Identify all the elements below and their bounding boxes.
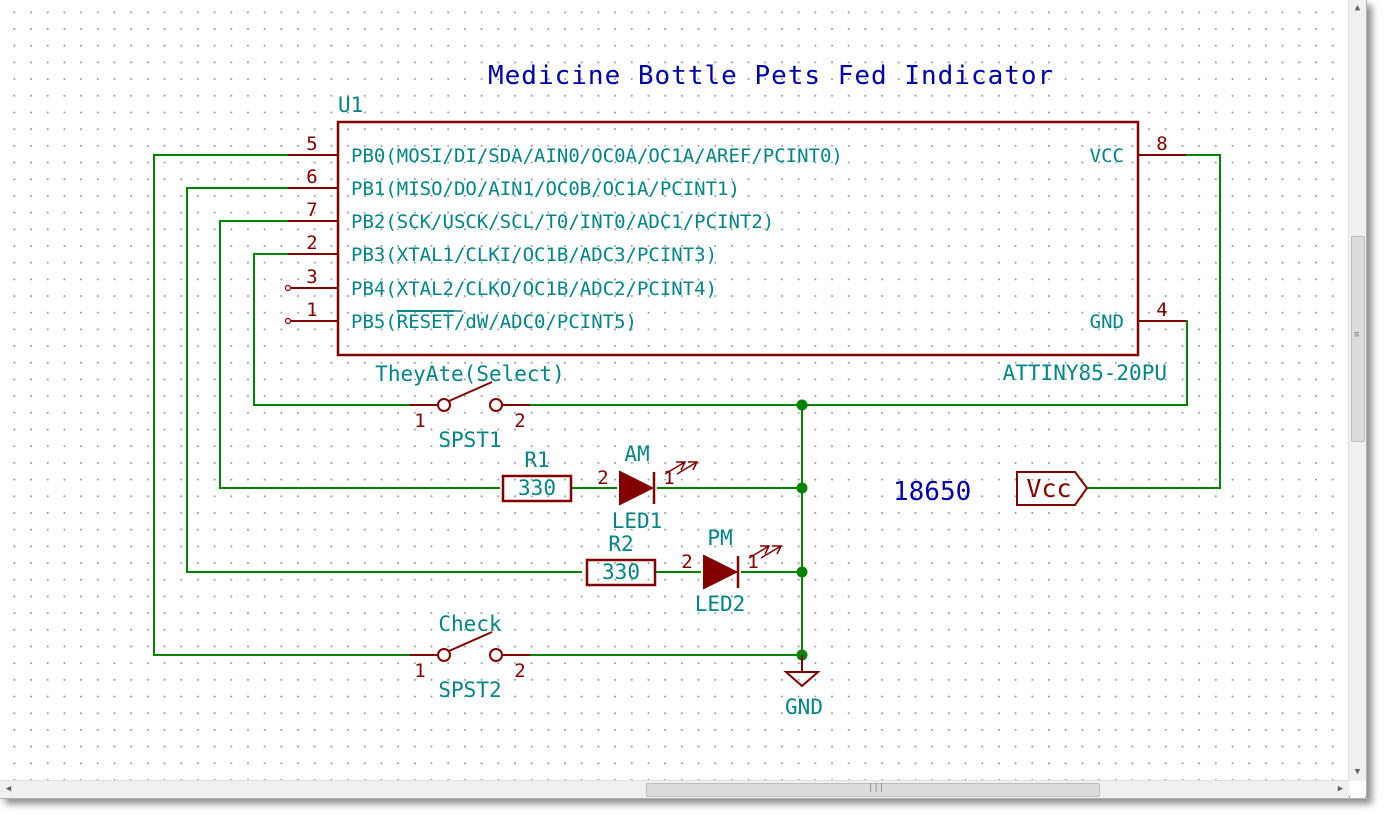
vcc-label-text: Vcc — [1026, 474, 1071, 503]
spst1-ref: SPST1 — [438, 428, 501, 452]
u1-value: ATTINY85-20PU — [1003, 361, 1167, 385]
u1-attiny85[interactable]: U1 ATTINY85-20PU 5 6 7 2 3 1 PB0(MOSI/DI… — [284, 93, 1187, 385]
junctions — [796, 399, 808, 661]
gnd-label: GND — [785, 695, 823, 719]
u1-pin-name-suffix: /dW/ADC0/PCINT5) — [454, 311, 637, 333]
wire-vcc — [1087, 154, 1221, 489]
u1-pin-num: 1 — [306, 299, 317, 321]
u1-pin-num: 6 — [306, 166, 317, 188]
spst2-value: Check — [438, 612, 502, 636]
resistor-body — [585, 558, 657, 587]
u1-pin-num: 5 — [306, 133, 317, 155]
led-triangle — [619, 470, 655, 506]
spst2-ref: SPST2 — [438, 678, 501, 702]
spst2-pin1: 1 — [414, 660, 425, 682]
led-emission-arrows-icon — [748, 545, 783, 559]
vertical-scroll-thumb[interactable] — [1351, 236, 1365, 442]
led1-value: AM — [624, 442, 649, 466]
u1-pin-num: 3 — [306, 266, 317, 288]
led2-pin-anode: 2 — [681, 551, 692, 573]
vcc-label-outline — [1016, 471, 1089, 506]
r2-value: 330 — [602, 560, 640, 584]
scroll-left-arrow-icon[interactable]: ◀ — [5, 784, 12, 794]
junction-dot — [796, 566, 808, 578]
wire-pb1 — [186, 187, 582, 573]
spst1-switch[interactable]: 1 2 TheyAte(Select) SPST1 — [375, 362, 565, 452]
junction-dot — [796, 399, 808, 411]
schematic-title: Medicine Bottle Pets Fed Indicator — [488, 61, 1054, 91]
spst2-pin2: 2 — [514, 660, 525, 682]
unconnected-pin-marker — [284, 284, 292, 292]
led2-ref: LED2 — [695, 592, 746, 616]
battery-note: 18650 — [893, 477, 971, 507]
schematic-canvas[interactable]: Medicine Bottle Pets Fed Indicator — [0, 0, 1349, 781]
spst1-pin1: 1 — [414, 410, 425, 432]
wires — [153, 154, 1221, 670]
grip-icon: ≡ — [1354, 330, 1360, 340]
spst1-value: TheyAte(Select) — [375, 362, 565, 386]
scroll-up-arrow-icon[interactable]: ▲ — [1354, 3, 1361, 13]
switch-lever — [448, 381, 493, 402]
u1-pin-name-prefix: PB5( — [351, 311, 397, 333]
switch-contact — [437, 398, 451, 412]
wire-pb0 — [153, 154, 410, 656]
horizontal-scrollbar[interactable]: ◀ ||| ▶ — [0, 780, 1349, 798]
unconnected-pin-marker — [284, 317, 292, 325]
switch-contact — [489, 648, 503, 662]
spst2-switch[interactable]: 1 2 Check SPST2 — [410, 612, 530, 702]
u1-pin-name-overbar: RESET — [397, 311, 454, 333]
wire-pb3 — [253, 253, 410, 406]
schematic-editor-window: Medicine Bottle Pets Fed Indicator — [0, 0, 1367, 799]
u1-pin-name: PB3(XTAL1/CLKI/OC1B/ADC3/PCINT3) — [351, 244, 717, 266]
r1-resistor[interactable]: 330 R1 — [501, 448, 573, 503]
u1-pin-name: PB1(MISO/DO/AIN1/OC0B/OC1A/PCINT1) — [351, 178, 740, 200]
led1-ref: LED1 — [612, 509, 663, 533]
horizontal-scroll-thumb[interactable] — [646, 783, 1100, 797]
led2-diode[interactable]: 2 1 PM LED2 — [681, 526, 783, 616]
spst1-pin2: 2 — [514, 410, 525, 432]
u1-pin-num: 2 — [306, 232, 317, 254]
u1-pin-name: PB0(MOSI/DI/SDA/AIN0/OC0A/OC1A/AREF/PCIN… — [351, 145, 843, 167]
switch-lever — [448, 631, 493, 652]
u1-pin-num: 8 — [1156, 133, 1167, 155]
u1-ref: U1 — [338, 93, 363, 117]
u1-pin-name: GND — [1090, 311, 1124, 333]
led1-pin-anode: 2 — [597, 467, 608, 489]
r1-value: 330 — [518, 476, 556, 500]
led1-diode[interactable]: 2 1 AM LED1 — [597, 442, 699, 533]
junction-dot — [796, 482, 808, 494]
u1-pin-name-pb5: PB5(RESET/dW/ADC0/PCINT5) — [351, 311, 637, 333]
r1-ref: R1 — [524, 448, 549, 472]
vcc-global-label[interactable]: Vcc — [1016, 471, 1089, 506]
r2-ref: R2 — [608, 532, 633, 556]
resistor-body — [501, 474, 573, 503]
gnd-power-symbol[interactable]: GND — [783, 655, 823, 719]
led-triangle — [703, 554, 739, 590]
u1-pin-num: 4 — [1156, 299, 1167, 321]
grip-icon: ||| — [868, 783, 885, 793]
scroll-right-arrow-icon[interactable]: ▶ — [1337, 784, 1344, 794]
scroll-down-arrow-icon[interactable]: ▼ — [1354, 767, 1361, 777]
r2-resistor[interactable]: 330 R2 — [585, 532, 657, 587]
u1-pin-num: 7 — [306, 199, 317, 221]
u1-pin-name: PB4(XTAL2/CLKO/OC1B/ADC2/PCINT4) — [351, 278, 717, 300]
wire-pb2 — [219, 220, 500, 489]
led2-pin-cathode: 1 — [747, 551, 758, 573]
led2-value: PM — [707, 526, 732, 550]
vertical-scrollbar[interactable]: ▲ ≡ ▼ — [1348, 0, 1366, 781]
led1-pin-cathode: 1 — [663, 467, 674, 489]
switch-contact — [489, 398, 503, 412]
u1-pin-name: PB2(SCK/USCK/SCL/T0/INT0/ADC1/PCINT2) — [351, 211, 774, 233]
switch-contact — [437, 648, 451, 662]
ground-icon — [783, 671, 821, 688]
u1-pin-name: VCC — [1090, 145, 1124, 167]
led-emission-arrows-icon — [664, 461, 699, 475]
u1-body — [336, 120, 1140, 357]
